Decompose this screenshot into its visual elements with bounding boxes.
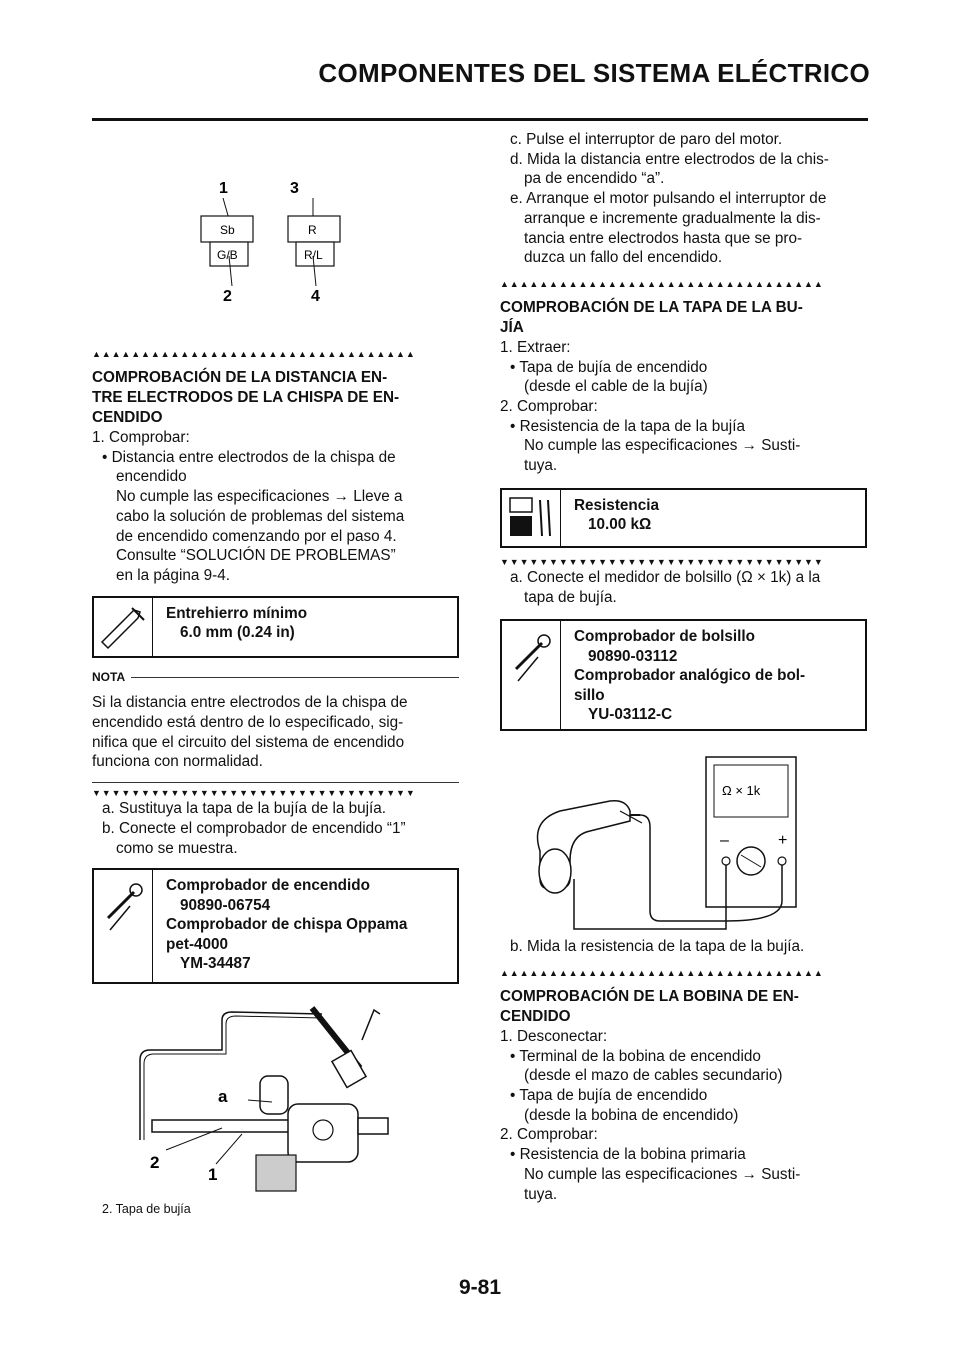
spec-box-resistance: Resistencia 10.00 kΩ: [500, 487, 867, 548]
figure-caption: 2. Tapa de bujía: [102, 1202, 191, 1217]
section-heading-plug-cap: COMPROBACIÓN DE LA TAPA DE LA BU- JÍA: [500, 298, 803, 336]
header-rule: [92, 118, 868, 121]
meter-range-label: Ω × 1k: [722, 783, 761, 798]
left-column: 1 3 Sb G/B R R/L 2 4 ▲▲▲▲▲▲▲▲▲▲▲▲▲▲▲▲▲▲▲…: [92, 120, 459, 1220]
step-1: 1. Comprobar:: [92, 429, 190, 446]
meter-plus: +: [778, 832, 787, 849]
meter-minus: –: [720, 832, 729, 849]
ignition-tester-illustration: a 2 1: [139, 1006, 389, 1192]
sub-step-b: b. Conecte el comprobador de encendido “…: [102, 819, 406, 837]
sub-step-d: d. Mida la distancia entre electrodos de…: [510, 150, 829, 168]
subsection-start-marker: ▼▼▼▼▼▼▼▼▼▼▼▼▼▼▼▼▼▼▼▼▼▼▼▼▼▼▼▼▼▼▼▼▼: [92, 788, 416, 799]
bullet-spark-gap-text: encendido No cumple las especificaciones…: [116, 468, 405, 584]
tool-box-ignition-tester: Comprobador de encendido 90890-06754 Com…: [92, 868, 459, 985]
tester-label-2: 2: [150, 1153, 159, 1172]
connector-label-3: 3: [290, 180, 299, 197]
tool-icon-2: [502, 621, 561, 730]
spec-value: 6.0 mm (0.24 in): [180, 624, 295, 642]
connector-label-2: 2: [223, 288, 232, 305]
page-number: 9-81: [458, 1276, 502, 1299]
wire-r: R: [308, 223, 317, 237]
pocket-tester-illustration: Ω × 1k – +: [536, 756, 797, 930]
spec-box-min-gap: Entrehierro mínimo 6.0 mm (0.24 in): [92, 595, 459, 658]
section-end-marker: ▲▲▲▲▲▲▲▲▲▲▲▲▲▲▲▲▲▲▲▲▲▲▲▲▲▲▲▲▲▲▲▲▲: [500, 278, 824, 289]
gap-label-a: a: [218, 1087, 228, 1106]
wire-rl: R/L: [304, 248, 323, 262]
note-header: NOTA: [92, 668, 459, 688]
note-text: Si la distancia entre electrodos de la c…: [92, 694, 408, 771]
caliper-icon: [94, 597, 153, 656]
tester-label-1: 1: [208, 1165, 217, 1184]
connector-label-4: 4: [311, 288, 320, 305]
subsection-marker-right: ▼▼▼▼▼▼▼▼▼▼▼▼▼▼▼▼▼▼▼▼▼▼▼▼▼▼▼▼▼▼▼▼▼: [500, 556, 824, 567]
connector-diagram: 1 3 Sb G/B R R/L 2 4: [200, 180, 341, 305]
note-end-rule: [92, 782, 459, 784]
section-heading-spark-gap: COMPROBACIÓN DE LA DISTANCIA EN- TRE ELE…: [92, 369, 400, 426]
multimeter-icon: [502, 489, 561, 546]
wire-sb: Sb: [220, 223, 235, 237]
tool-box-pocket-tester: Comprobador de bolsillo 90890-03112 Comp…: [500, 619, 867, 732]
sub-step-e: e. Arranque el motor pulsando el interru…: [510, 190, 827, 208]
spec-label: Entrehierro mínimo: [166, 604, 308, 622]
page-header-title: COMPONENTES DEL SISTEMA ELÉCTRICO: [318, 58, 870, 88]
bullet-spark-gap: • Distancia entre electrodos de la chisp…: [102, 448, 396, 466]
tool-icon: [94, 870, 153, 983]
sub-step-b-cont: como se muestra.: [116, 839, 238, 857]
sub-step-a: a. Sustituya la tapa de la bujía de la b…: [102, 800, 387, 818]
right-column: c. Pulse el interruptor de paro del moto…: [500, 130, 867, 1204]
wire-gb: G/B: [217, 248, 238, 262]
section-heading-ignition-coil: COMPROBACIÓN DE LA BOBINA DE EN- CENDIDO: [500, 987, 799, 1025]
section-end-marker-2: ▲▲▲▲▲▲▲▲▲▲▲▲▲▲▲▲▲▲▲▲▲▲▲▲▲▲▲▲▲▲▲▲▲: [500, 967, 824, 978]
connector-label-1: 1: [219, 180, 228, 197]
sub-step-c: c. Pulse el interruptor de paro del moto…: [510, 131, 783, 148]
section-start-marker: ▲▲▲▲▲▲▲▲▲▲▲▲▲▲▲▲▲▲▲▲▲▲▲▲▲▲▲▲▲▲▲▲▲: [92, 349, 416, 359]
